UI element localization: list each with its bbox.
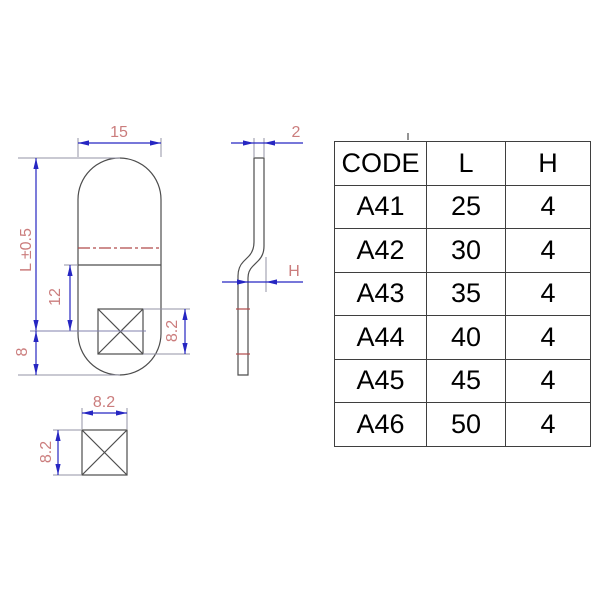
table-row: A44 40 4 [334,315,591,360]
cell-code: A46 [334,402,427,447]
cell-code: A41 [334,184,427,229]
cell-l: 35 [426,271,506,316]
dim-bottom-label: 8 [14,347,31,356]
table-row: A41 25 4 [334,184,591,229]
dim-length-label: L ±0.5 [18,228,35,272]
table-row: A46 50 4 [334,402,591,447]
table-row: A45 45 4 [334,358,591,403]
dim-height-label: H [288,263,300,280]
cell-h: 4 [505,184,591,229]
dim-thickness-2: 2 [231,124,303,157]
dim-bottom-8: 8 [14,331,120,376]
cell-l: 50 [426,402,506,447]
dim-detail-width-label: 8.2 [93,394,115,411]
dim-height-H: H [222,257,303,292]
dim-detail-height: 8.2 [38,429,81,476]
cell-l: 45 [426,358,506,403]
dim-hole-8.2: 8.2 [143,308,190,355]
spec-table: CODE L H A41 25 4 A42 30 4 A43 35 4 A44 [334,141,591,447]
detail-square [81,429,128,476]
dim-hole-label: 8.2 [164,320,181,342]
cell-h: 4 [505,271,591,316]
dim-detail-height-label: 8.2 [38,441,55,463]
dim-offset-label: 12 [47,288,64,306]
cell-code: A45 [334,358,427,403]
cell-h: 4 [505,315,591,360]
cell-code: A44 [334,315,427,360]
cell-l: 30 [426,228,506,273]
cell-l: 40 [426,315,506,360]
side-view: 2 H [222,124,303,376]
dim-length-L: L ±0.5 [18,157,120,331]
front-view-outline [77,157,162,376]
cell-code: A43 [334,271,427,316]
table-header-row: CODE L H [334,141,591,186]
detail-view: 8.2 8.2 [38,394,128,476]
dim-thickness-label: 2 [292,124,301,141]
side-view-outline [237,157,265,376]
front-view: 15 L ±0.5 12 [14,124,190,376]
spec-table-grid: CODE L H A41 25 4 A42 30 4 A43 35 4 A44 [334,141,591,447]
dim-detail-width: 8.2 [81,394,128,429]
table-header-code: CODE [334,141,427,186]
table-row: A43 35 4 [334,271,591,316]
table-header-l: L [426,141,506,186]
dim-width-15: 15 [77,124,162,157]
cell-h: 4 [505,358,591,403]
cell-h: 4 [505,402,591,447]
cell-h: 4 [505,228,591,273]
dim-offset-12: 12 [47,264,78,331]
table-row: A42 30 4 [334,228,591,273]
cell-code: A42 [334,228,427,273]
dim-width-label: 15 [110,124,128,141]
cell-l: 25 [426,184,506,229]
table-header-h: H [505,141,591,186]
